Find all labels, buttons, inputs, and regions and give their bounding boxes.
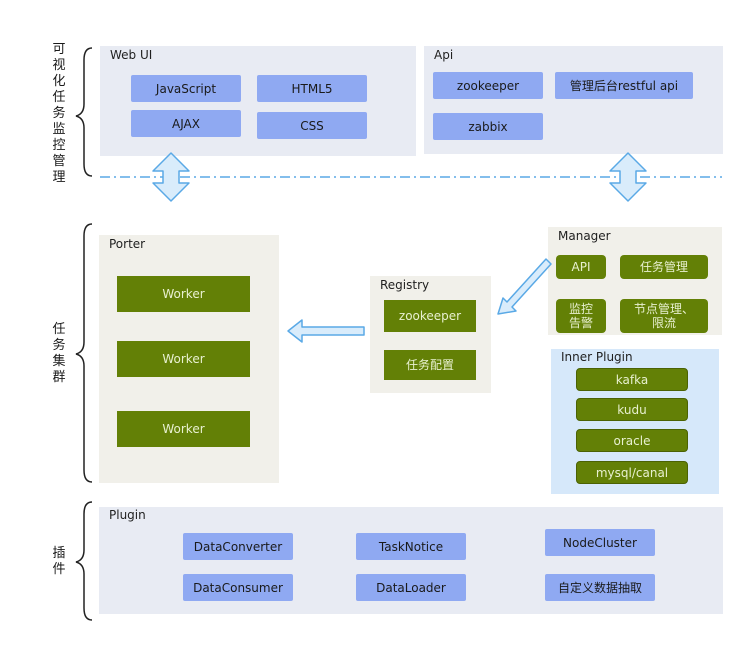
manager-title: Manager <box>558 229 611 243</box>
brace-cluster <box>75 223 93 483</box>
node-css: CSS <box>257 112 367 139</box>
node-dataloader: DataLoader <box>356 574 466 601</box>
node-kafka: kafka <box>576 368 688 391</box>
manager-panel: Manager API 任务管理 监控 告警 节点管理、 限流 <box>548 227 722 335</box>
worker-node-3: Worker <box>117 411 250 447</box>
label-cluster: 任务集群 <box>52 322 66 385</box>
web-ui-title: Web UI <box>110 48 153 62</box>
porter-title: Porter <box>109 237 146 251</box>
node-restful-api: 管理后台restful api <box>555 72 693 99</box>
node-task-config: 任务配置 <box>384 350 476 380</box>
brace-plugins <box>75 501 93 621</box>
arrow-registry-to-porter <box>287 319 365 343</box>
node-monitor-alarm: 监控 告警 <box>556 299 606 333</box>
node-api-zookeeper: zookeeper <box>433 72 543 99</box>
node-oracle: oracle <box>576 429 688 452</box>
node-dataconsumer: DataConsumer <box>183 574 293 601</box>
plugin-panel: Plugin DataConverter TaskNotice NodeClus… <box>99 507 723 614</box>
registry-title: Registry <box>380 278 430 292</box>
worker-node-1: Worker <box>117 276 250 312</box>
plugin-title: Plugin <box>109 508 146 522</box>
node-html5: HTML5 <box>257 75 367 102</box>
api-panel: Api zookeeper 管理后台restful api zabbix <box>424 46 723 154</box>
label-monitoring: 可视化任务监控管理 <box>52 42 66 185</box>
inner-plugin-panel: Inner Plugin kafka kudu oracle mysql/can… <box>551 349 719 494</box>
node-manager-api: API <box>556 255 606 279</box>
worker-node-2: Worker <box>117 341 250 377</box>
node-node-management: 节点管理、 限流 <box>620 299 708 333</box>
node-kudu: kudu <box>576 398 688 421</box>
node-registry-zookeeper: zookeeper <box>384 300 476 332</box>
porter-panel: Porter Worker Worker Worker <box>99 235 279 483</box>
inner-plugin-title: Inner Plugin <box>561 350 633 364</box>
node-nodecluster: NodeCluster <box>545 529 655 556</box>
node-javascript: JavaScript <box>131 75 241 102</box>
brace-monitoring <box>75 47 93 177</box>
api-title: Api <box>434 48 454 62</box>
registry-panel: Registry zookeeper 任务配置 <box>370 276 491 393</box>
node-dataconverter: DataConverter <box>183 533 293 560</box>
web-ui-panel: Web UI JavaScript HTML5 AJAX CSS <box>100 46 416 156</box>
double-arrow-webui <box>152 152 190 202</box>
label-plugins: 插件 <box>52 546 66 577</box>
node-mysql-canal: mysql/canal <box>576 461 688 484</box>
node-task-management: 任务管理 <box>620 255 708 279</box>
arrow-manager-to-registry <box>497 258 552 315</box>
node-custom-extraction: 自定义数据抽取 <box>545 574 655 601</box>
node-tasknotice: TaskNotice <box>356 533 466 560</box>
node-zabbix: zabbix <box>433 113 543 140</box>
double-arrow-api <box>609 152 647 202</box>
node-ajax: AJAX <box>131 110 241 137</box>
